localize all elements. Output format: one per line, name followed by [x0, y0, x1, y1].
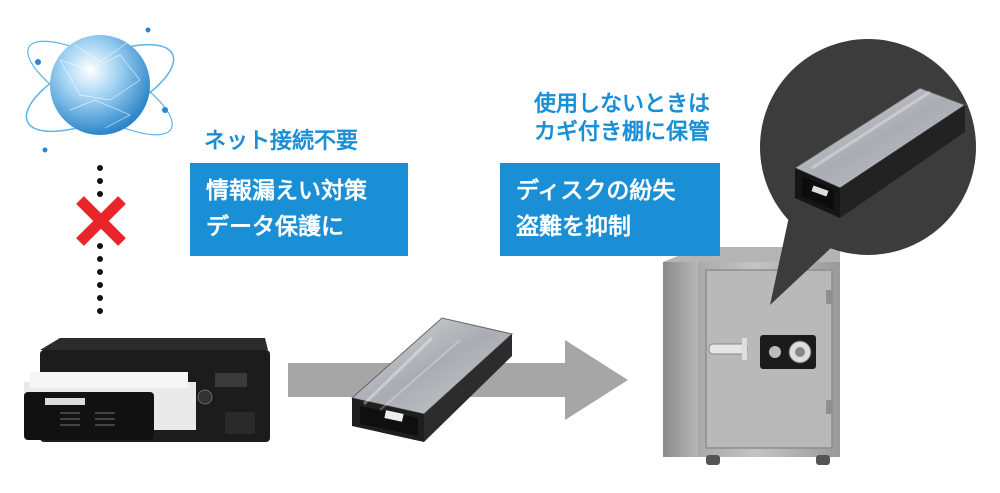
safe-cabinet — [663, 247, 840, 465]
theft-prevention-line-1: ディスクの紛失 — [516, 178, 676, 204]
storage-heading-line-1: 使用しないときは — [533, 92, 710, 117]
data-protection-box: 情報漏えい対策 データ保護に — [190, 163, 408, 256]
theft-prevention-line-2: 盗難を抑制 — [516, 214, 631, 240]
zoom-speech-bubble — [760, 39, 976, 305]
globe-icon — [25, 27, 175, 153]
removable-disk-tray — [350, 317, 514, 442]
drive-enclosure — [24, 338, 270, 442]
storage-heading: 使用しないときは カギ付き棚に保管 — [512, 91, 732, 147]
theft-prevention-box: ディスクの紛失 盗難を抑制 — [500, 163, 720, 256]
no-connection-cross-icon — [76, 196, 126, 246]
storage-heading-line-2: カギ付き棚に保管 — [533, 120, 710, 145]
dotted-connection-line — [97, 165, 103, 314]
data-protection-line-2: データ保護に — [206, 214, 344, 240]
data-protection-line-1: 情報漏えい対策 — [206, 178, 367, 204]
no-network-heading: ネット接続不要 — [204, 129, 359, 154]
